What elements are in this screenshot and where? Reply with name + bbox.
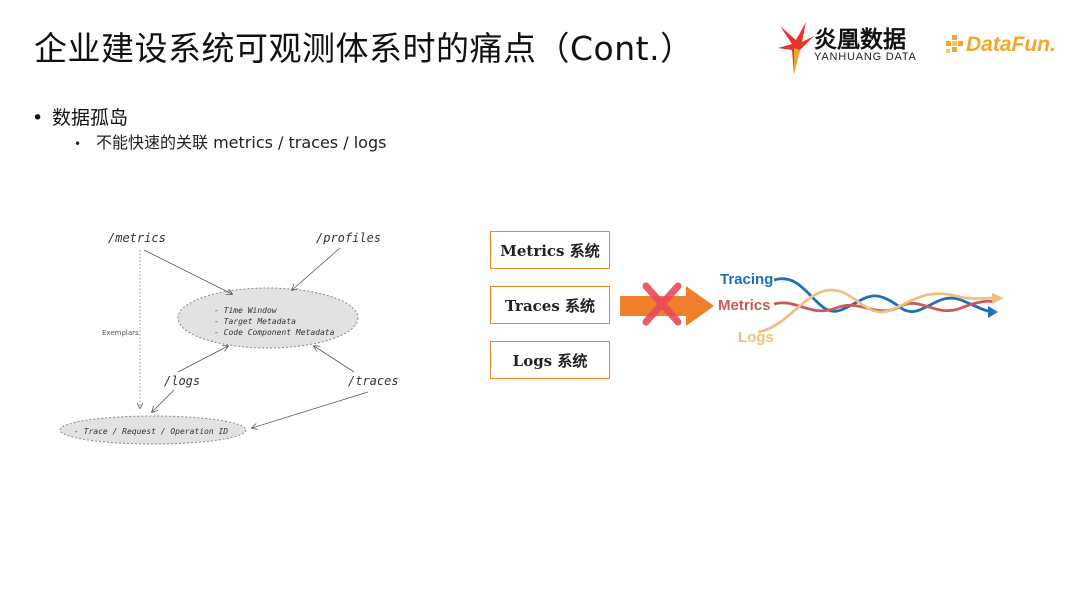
logs-label: /logs xyxy=(164,374,200,388)
id-ellipse xyxy=(59,415,247,445)
logs-wave xyxy=(757,288,997,334)
logs-arrowhead xyxy=(992,293,1004,304)
yanhuang-logo-en: YANHUANG DATA xyxy=(814,51,917,63)
exemplars-label: Exemplars xyxy=(102,329,139,337)
metrics-wave xyxy=(773,299,995,313)
logs-system-box: Logs 系统 xyxy=(490,341,610,379)
id-line: - Trace / Request / Operation ID xyxy=(74,427,228,436)
datafun-pixel-icon xyxy=(946,35,963,53)
arrow-logs-to-id xyxy=(152,389,175,412)
metrics-system-box: Metrics 系统 xyxy=(490,231,610,269)
metrics-label: Metrics xyxy=(718,297,771,314)
ellipse-line-1: - Time Window xyxy=(214,306,278,315)
datafun-logo: DataFun. xyxy=(944,32,1072,64)
tracing-arrowhead xyxy=(988,306,998,318)
cross-mark xyxy=(642,282,682,326)
ellipse-line-3: - Code Component Metadata xyxy=(214,328,335,337)
arrow-logs-to-context xyxy=(177,346,228,373)
bullet-level2: • 不能快速的关联 metrics / traces / logs xyxy=(74,129,386,153)
tracing-label: Tracing xyxy=(720,271,773,288)
phoenix-icon xyxy=(778,22,814,74)
context-ellipse xyxy=(177,287,359,349)
arrow-metrics-to-context xyxy=(143,249,232,294)
page-title: 企业建设系统可观测体系时的痛点（Cont.） xyxy=(34,29,694,68)
bullet-level2-text: 不能快速的关联 metrics / traces / logs xyxy=(96,133,387,152)
arrow-profiles-to-context xyxy=(292,247,341,290)
ellipse-line-2: - Target Metadata xyxy=(214,317,296,326)
signal-flow: Tracing Metrics Logs xyxy=(620,271,1004,346)
arrow-traces-to-context xyxy=(314,346,355,373)
metrics-label: /metrics xyxy=(108,231,166,245)
datafun-logo-text: DataFun. xyxy=(966,33,1056,56)
correlation-diagram: /metrics /profiles /logs /traces Exempla… xyxy=(59,231,399,445)
bullet-level1-text: 数据孤岛 xyxy=(52,107,129,129)
profiles-label: /profiles xyxy=(316,231,381,245)
logs-label: Logs xyxy=(738,329,774,346)
bullet-dot: • xyxy=(32,107,44,129)
yanhuang-logo: 炎凰数据 YANHUANG DATA xyxy=(776,18,926,76)
tracing-wave xyxy=(773,277,995,314)
arrow-traces-to-id xyxy=(252,391,369,428)
traces-label: /traces xyxy=(348,374,399,388)
traces-system-box: Traces 系统 xyxy=(490,286,610,324)
bullet-level1: • 数据孤岛 xyxy=(32,103,128,130)
bullet-dot: • xyxy=(74,137,82,151)
yanhuang-logo-cn: 炎凰数据 xyxy=(814,27,906,53)
